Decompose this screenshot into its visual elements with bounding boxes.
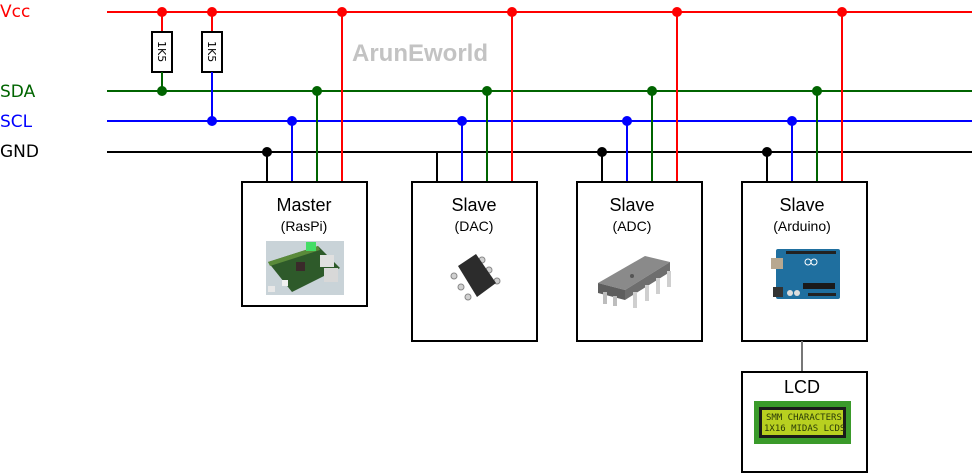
device-subtitle: (ADC) — [613, 218, 652, 234]
device-slave-adc: Slave (ADC) — [576, 7, 703, 342]
device-title: Slave — [451, 195, 496, 215]
junction-dot — [312, 86, 322, 96]
junction-dot — [457, 116, 467, 126]
device-title: Slave — [609, 195, 654, 215]
watermark: ArunEworld — [352, 40, 488, 67]
device-title: Master — [276, 195, 331, 215]
sda-label: SDA — [0, 82, 36, 102]
resistor-label: 1K5 — [205, 41, 218, 62]
junction-dot — [507, 7, 517, 17]
gnd-label: GND — [0, 142, 39, 162]
junction-dot — [157, 86, 167, 96]
dip8-chip-icon — [598, 256, 671, 308]
sot23-chip-icon — [450, 254, 501, 301]
junction-dot — [787, 116, 797, 126]
lcd-line-2: 1X16 MIDAS LCDS — [764, 424, 845, 434]
lcd-line-1: SMM CHARACTERS — [766, 413, 842, 423]
lcd-module: LCD SMM CHARACTERS 1X16 MIDAS LCDS — [741, 371, 868, 473]
vcc-label: Vcc — [0, 2, 30, 22]
device-subtitle: (RasPi) — [281, 218, 328, 234]
scl-label: SCL — [0, 112, 33, 132]
junction-dot — [672, 7, 682, 17]
junction-dot — [597, 147, 607, 157]
device-subtitle: (DAC) — [455, 218, 494, 234]
device-slave-dac: Slave (DAC) — [411, 7, 538, 342]
arduino-uno-board-icon — [771, 249, 840, 299]
junction-dot — [622, 116, 632, 126]
resistor-label: 1K5 — [155, 41, 168, 62]
junction-dot — [837, 7, 847, 17]
pullup-resistor-sda: 1K5 — [151, 7, 173, 96]
junction-dot — [157, 7, 167, 17]
junction-dot — [287, 116, 297, 126]
raspberry-pi-board-icon — [266, 241, 344, 295]
junction-dot — [337, 7, 347, 17]
pullup-resistor-scl: 1K5 — [201, 7, 223, 126]
device-master-raspi: Master (RasPi) — [241, 7, 368, 307]
lcd-title: LCD — [784, 377, 820, 397]
device-subtitle: (Arduino) — [773, 218, 831, 234]
lcd-display-icon: SMM CHARACTERS 1X16 MIDAS LCDS — [754, 401, 851, 444]
device-title: Slave — [779, 195, 824, 215]
junction-dot — [812, 86, 822, 96]
junction-dot — [207, 7, 217, 17]
junction-dot — [482, 86, 492, 96]
device-slave-arduino: Slave (Arduino) — [741, 7, 868, 342]
junction-dot — [647, 86, 657, 96]
junction-dot — [262, 147, 272, 157]
junction-dot — [762, 147, 772, 157]
junction-dot — [207, 116, 217, 126]
